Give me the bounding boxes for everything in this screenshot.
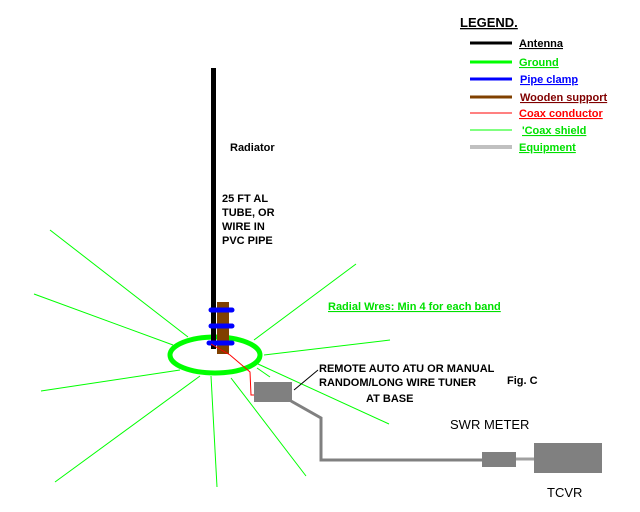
tube-line: 25 FT AL [222,193,268,205]
radial-wire [253,263,357,341]
figure-label: Fig. C [507,375,538,387]
tuner-pointer [293,369,319,391]
radial-wire [33,293,174,346]
radial-wire [54,375,201,483]
tuner-line: RANDOM/LONG WIRE TUNER [319,377,476,389]
legend-label-wooden-support: Wooden support [520,92,608,104]
radial-wires [33,229,391,488]
radials-label: Radial Wres: Min 4 for each band [328,301,501,313]
remote-tuner [254,382,292,402]
radial-wire [257,363,390,425]
legend-label-equipment: Equipment [519,142,576,154]
tuner-line: AT BASE [366,393,413,405]
tube-description: 25 FT AL TUBE, OR WIRE IN PVC PIPE [222,193,275,247]
coax-conductor [210,343,258,396]
radial-wire [230,377,307,477]
tcvr-label: TCVR [547,485,582,500]
radiator-label: Radiator [230,142,275,154]
tube-line: WIRE IN [222,221,265,233]
radial-wire [49,229,189,338]
tube-line: TUBE, OR [222,207,275,219]
swr-meter [482,452,516,467]
legend-label-coax-conductor: Coax conductor [519,108,603,120]
legend-title: LEGEND. [460,15,518,30]
transceiver [534,443,602,473]
antenna-radiator [211,68,216,349]
tuner-description: REMOTE AUTO ATU OR MANUAL RANDOM/LONG WI… [319,363,495,405]
swr-meter-label: SWR METER [450,417,529,432]
radial-wire [210,375,218,488]
radial-wire [40,369,181,392]
tuner-line: REMOTE AUTO ATU OR MANUAL [319,363,495,375]
legend-label-ground: Ground [519,57,559,69]
tube-line: PVC PIPE [222,235,273,247]
feedline-cable [290,399,484,462]
legend-label-pipe-clamp: Pipe clamp [520,74,578,86]
radial-wire [256,367,271,378]
pipe-clamps [206,307,235,346]
legend-label-coax-shield: 'Coax shield [522,125,586,137]
legend-label-antenna: Antenna [519,38,564,50]
radial-wire [263,339,391,356]
